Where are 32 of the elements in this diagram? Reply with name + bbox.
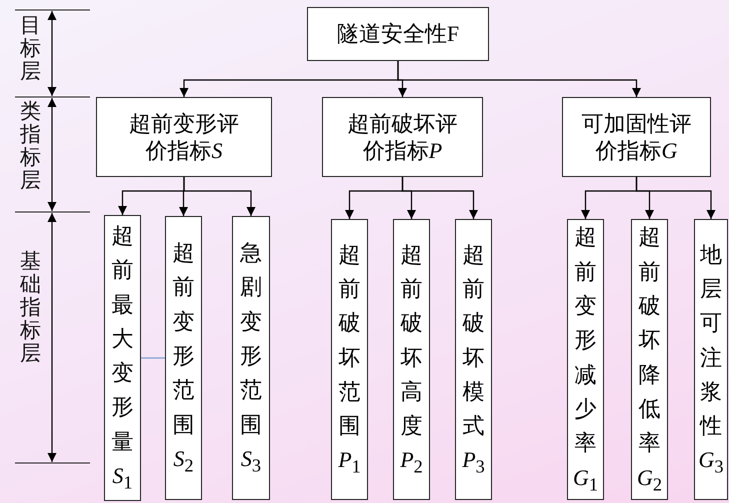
box-label: 超前破坏模式P$_{3}$ [461, 240, 486, 479]
layer-label: 目标层 [20, 14, 41, 84]
box-label: 急剧变形范围S$_{3}$ [239, 239, 263, 478]
category-box [307, 7, 489, 61]
indicator-box [393, 219, 430, 500]
indicator-box [455, 219, 492, 500]
indicator-box [331, 219, 368, 500]
arrow [397, 61, 641, 97]
box-label: 超前破坏降低率G$_{2}$ [636, 223, 664, 496]
category-box [562, 97, 711, 177]
arrow [402, 177, 478, 219]
indicator-box [694, 219, 728, 500]
box-label: 超前变形评价指标S [128, 110, 240, 164]
layer-label: 类指标层 [20, 100, 41, 192]
box-label: 超前变形范围S$_{2}$ [172, 239, 196, 478]
indicator-box [165, 216, 202, 500]
indicator-box [104, 215, 141, 501]
box-label: 超前破坏范围P$_{1}$ [337, 240, 362, 479]
box-label: 超前最大变形量S$_{1}$ [110, 222, 134, 494]
connector-line [141, 357, 165, 359]
arrow [183, 177, 256, 216]
arrow [636, 177, 716, 219]
box-label: 超前破坏评价指标P [346, 110, 458, 164]
box-label: 隧道安全性F [336, 20, 460, 48]
box-label: 超前破坏高度P$_{2}$ [399, 240, 424, 479]
category-box [322, 97, 483, 177]
box-label: 超前变形减少率G$_{1}$ [572, 223, 600, 496]
category-box [96, 97, 272, 177]
indicator-box [232, 216, 270, 500]
box-label: 地层可注浆性G$_{3}$ [697, 240, 725, 479]
layer-label: 基础指标层 [20, 250, 41, 366]
box-label: 可加固性评价指标G [580, 110, 692, 164]
